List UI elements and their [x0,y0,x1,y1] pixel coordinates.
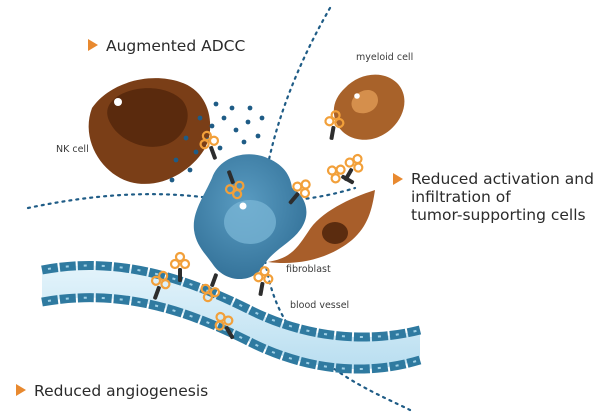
label-myeloid-cell: myeloid cell [356,52,413,63]
heading-angiogenesis: Reduced angiogenesis [34,382,208,400]
arrow-angiogenesis-icon [16,384,26,396]
arrow-adcc-icon [88,39,98,51]
heading-reduced-activation-line3: tumor-supporting cells [411,206,586,224]
fibroblast-cell [268,190,375,264]
heading-reduced-activation-line2: infiltration of [411,188,511,206]
heading-reduced-activation-line1: Reduced activation and [411,170,594,188]
tumor-cell [193,154,307,280]
myeloid-cell [333,74,405,140]
arrow-reduced-activation-icon [393,173,403,185]
heading-adcc: Augmented ADCC [106,37,245,55]
label-blood-vessel: blood vessel [290,300,349,311]
label-nk-cell: NK cell [56,144,89,155]
label-fibroblast: fibroblast [286,264,331,275]
nk-cell [88,78,211,184]
